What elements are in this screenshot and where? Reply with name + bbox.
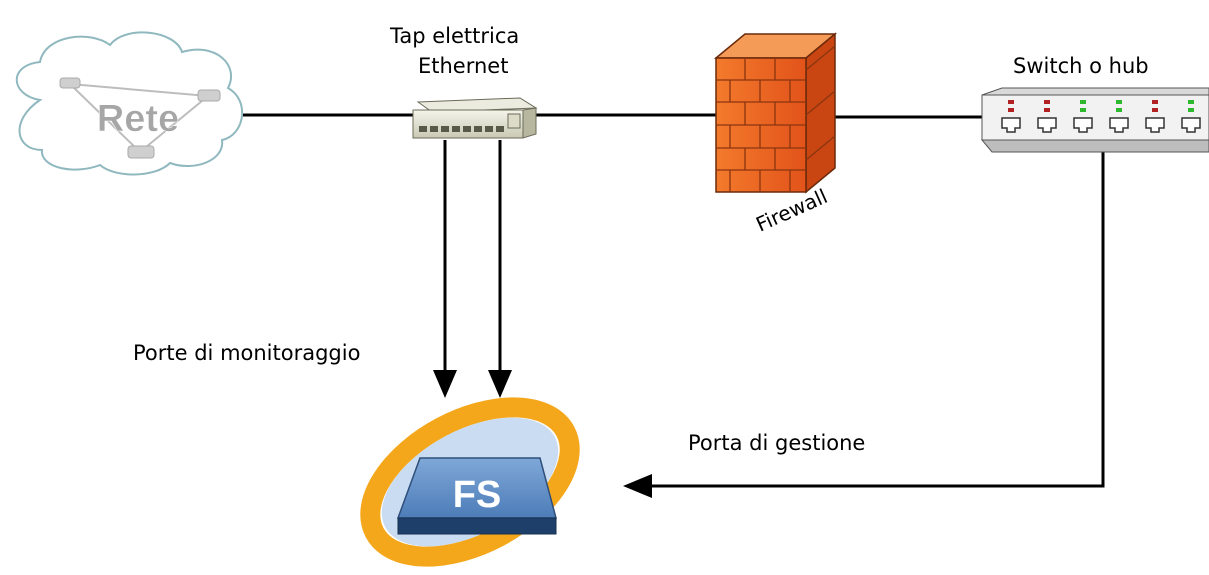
arrowheads	[433, 370, 652, 498]
monitoring-arrow-1	[433, 370, 457, 398]
monitoring-ports-label: Porte di monitoraggio	[133, 341, 361, 365]
firewall-brick-icon: Firewall	[713, 32, 838, 238]
fs-appliance-icon: FS	[360, 397, 580, 567]
network-label: Rete	[97, 98, 179, 140]
ethernet-tap-icon	[412, 97, 538, 139]
tap-label-line1: Tap elettrica	[390, 24, 520, 48]
management-arrow	[623, 474, 652, 498]
tap-label-line2: Ethernet	[418, 54, 509, 78]
switch-label: Switch o hub	[1013, 54, 1149, 78]
switch-hub-icon	[980, 87, 1209, 153]
switch-ports	[1001, 117, 1201, 133]
management-port-label: Porta di gestione	[688, 431, 866, 455]
switch-leds	[1008, 100, 1194, 112]
fs-label: FS	[453, 474, 502, 516]
cloud-network-icon: Rete	[15, 31, 244, 176]
connections	[243, 113, 1105, 488]
management-port-line	[650, 150, 1105, 488]
monitoring-arrow-2	[488, 370, 512, 398]
